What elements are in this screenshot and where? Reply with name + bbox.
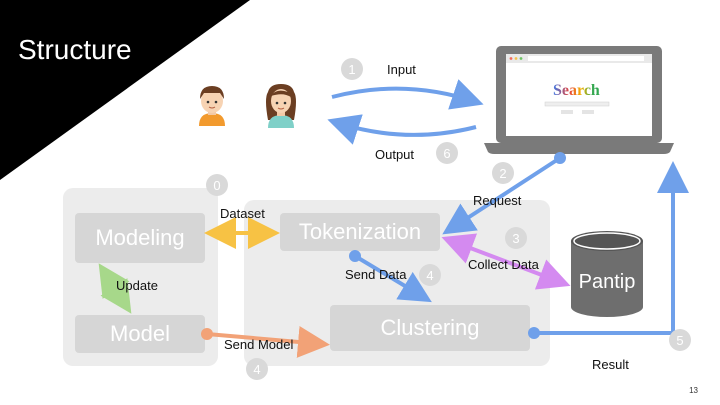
collect-data-arrow: [441, 233, 571, 290]
step-6-badge: 6: [436, 142, 458, 164]
step-3-badge: 3: [505, 227, 527, 249]
send-data-arrow: [353, 254, 432, 303]
girl-avatar-icon: [266, 84, 296, 128]
input-label: Input: [387, 62, 416, 77]
modeling-box: Modeling: [75, 213, 205, 263]
output-arrow: [327, 114, 477, 145]
step-0-badge: 0: [206, 174, 228, 196]
step-1-badge: 1: [341, 58, 363, 80]
collect-data-label: Collect Data: [468, 257, 539, 272]
laptop-icon: [484, 46, 674, 154]
update-label: Update: [116, 278, 158, 293]
step-5-badge: 5: [669, 329, 691, 351]
browser-search-logo: Search: [553, 82, 600, 99]
page-number: 13: [689, 386, 698, 395]
output-label: Output: [375, 147, 415, 162]
step-2-badge: 2: [492, 162, 514, 184]
request-arrow: [442, 156, 562, 235]
slide-title: Structure: [18, 34, 132, 65]
tokenization-box: Tokenization: [280, 213, 440, 251]
boy-avatar-icon: [199, 86, 225, 126]
update-arrow: [98, 263, 132, 314]
send-data-label: Send Data: [345, 267, 407, 282]
clustering-box: Clustering: [330, 305, 530, 351]
step-4-badge-send-model: 4: [246, 358, 268, 380]
dataset-label: Dataset: [220, 206, 265, 221]
pantip-database-icon: [571, 231, 643, 317]
send-model-arrow: [206, 325, 330, 358]
pantip-label: Pantip: [578, 271, 636, 293]
input-arrow: [331, 79, 484, 110]
result-label: Result: [592, 357, 629, 372]
request-label: Request: [473, 193, 522, 208]
send-model-label: Send Model: [224, 337, 294, 352]
model-box: Model: [75, 315, 205, 353]
step-4-badge-send-data: 4: [419, 264, 441, 286]
